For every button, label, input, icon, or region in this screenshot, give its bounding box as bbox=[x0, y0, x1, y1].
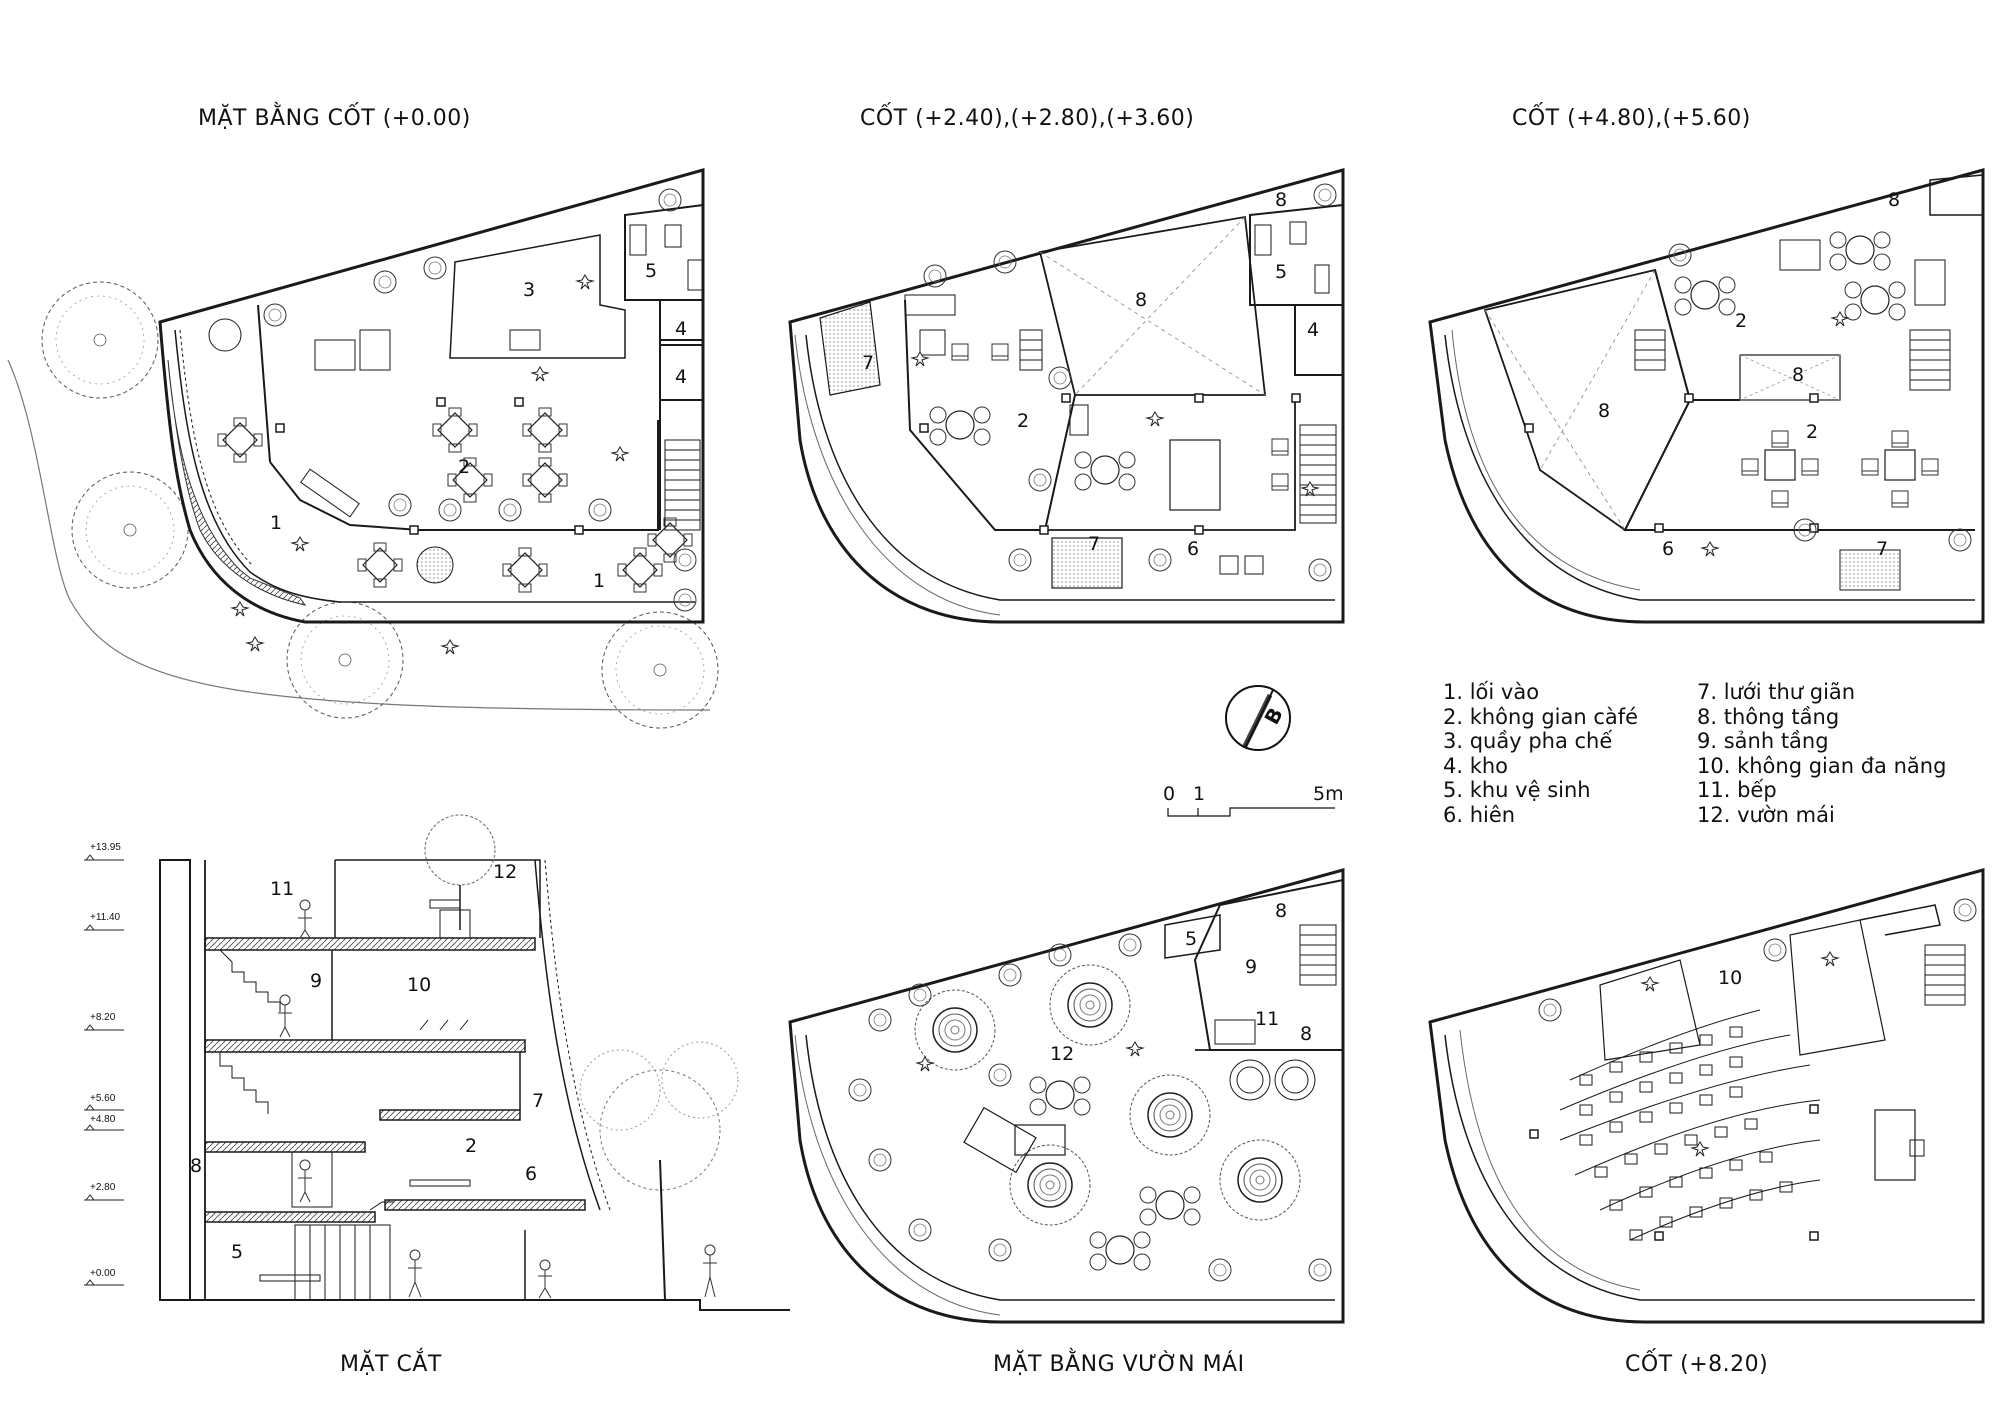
legend-item: 4. kho bbox=[1443, 753, 1509, 778]
room-number: 7 bbox=[862, 352, 875, 374]
room-number: 1 bbox=[270, 512, 283, 534]
room-number: 8 bbox=[1135, 289, 1148, 311]
north-arrow-icon bbox=[1225, 685, 1291, 751]
legend-item: 3. quầy pha chế bbox=[1443, 729, 1613, 753]
room-number: 6 bbox=[525, 1163, 538, 1185]
level-label: +0.00 bbox=[90, 1268, 116, 1279]
room-number: 2 bbox=[1017, 410, 1030, 432]
legend-item: 2. không gian càfé bbox=[1443, 704, 1639, 729]
plan-mid bbox=[788, 168, 1345, 624]
room-number: 9 bbox=[1245, 956, 1258, 978]
title-mid-plan: CỐT (+2.40),(+2.80),(+3.60) bbox=[860, 106, 1195, 131]
room-number: 7 bbox=[532, 1090, 545, 1112]
room-number: 11 bbox=[270, 878, 295, 900]
level-label: +11.40 bbox=[90, 912, 121, 923]
level-label: +13.95 bbox=[90, 842, 121, 853]
room-number: 2 bbox=[458, 456, 471, 478]
level-label: +2.80 bbox=[90, 1182, 116, 1193]
room-number: 8 bbox=[1275, 900, 1288, 922]
legend-item: 12. vườn mái bbox=[1697, 802, 1835, 827]
level-label: +4.80 bbox=[90, 1114, 116, 1125]
room-number: 3 bbox=[523, 279, 536, 301]
room-number: 8 bbox=[1300, 1023, 1313, 1045]
plan-top bbox=[1428, 868, 1985, 1324]
room-number: 11 bbox=[1255, 1008, 1280, 1030]
legend-item: 8. thông tầng bbox=[1697, 704, 1840, 729]
legend-item: 10. không gian đa năng bbox=[1697, 753, 1947, 778]
section bbox=[84, 814, 790, 1311]
legend-item: 11. bếp bbox=[1697, 778, 1777, 802]
legend-right: 7. lưới thư giãn 8. thông tầng 9. sảnh t… bbox=[1697, 680, 1946, 827]
scale-zero: 0 bbox=[1163, 783, 1176, 805]
room-number: 5 bbox=[645, 260, 658, 282]
legend-item: 6. hiên bbox=[1443, 802, 1516, 827]
room-number: 12 bbox=[1050, 1043, 1075, 1065]
room-number: 5 bbox=[1275, 261, 1288, 283]
room-number: 1 bbox=[593, 570, 606, 592]
room-number: 2 bbox=[1735, 310, 1748, 332]
room-number: 7 bbox=[1876, 538, 1889, 560]
title-roof-plan: MẶT BẰNG VƯỜN MÁI bbox=[993, 1352, 1245, 1377]
room-number: 5 bbox=[231, 1241, 244, 1263]
plan-upper bbox=[1428, 168, 1985, 624]
title-section: MẶT CẮT bbox=[340, 1352, 442, 1377]
room-number: 4 bbox=[1307, 319, 1320, 341]
title-ground-plan: MẶT BẰNG CỐT (+0.00) bbox=[198, 106, 471, 131]
title-upper-plan: CỐT (+4.80),(+5.60) bbox=[1512, 106, 1751, 131]
room-number: 12 bbox=[493, 861, 518, 883]
room-number: 8 bbox=[1275, 189, 1288, 211]
room-number: 8 bbox=[190, 1155, 203, 1177]
legend-item: 5. khu vệ sinh bbox=[1443, 778, 1591, 802]
room-number: 10 bbox=[1718, 967, 1743, 989]
scale-bar bbox=[1167, 807, 1335, 817]
legend-item: 7. lưới thư giãn bbox=[1697, 680, 1856, 704]
plan-roof bbox=[788, 868, 1345, 1324]
room-number: 8 bbox=[1598, 400, 1611, 422]
room-number: 2 bbox=[1806, 421, 1819, 443]
room-number: 2 bbox=[465, 1135, 478, 1157]
room-number: 10 bbox=[407, 974, 432, 996]
room-number: 6 bbox=[1662, 538, 1675, 560]
level-label: +5.60 bbox=[90, 1093, 116, 1104]
room-number: 4 bbox=[675, 366, 688, 388]
level-label: +8.20 bbox=[90, 1012, 116, 1023]
plan-ground bbox=[7, 168, 719, 729]
room-number: 4 bbox=[675, 318, 688, 340]
room-number: 6 bbox=[1187, 538, 1200, 560]
room-number: 8 bbox=[1888, 189, 1901, 211]
legend-left: 1. lối vào 2. không gian càfé 3. quầy ph… bbox=[1443, 680, 1638, 827]
room-number: 8 bbox=[1792, 364, 1805, 386]
legend-item: 1. lối vào bbox=[1443, 680, 1540, 704]
room-number: 7 bbox=[1088, 533, 1101, 555]
scale-one: 1 bbox=[1193, 783, 1206, 805]
room-number: 9 bbox=[310, 970, 323, 992]
scale-five: 5m bbox=[1313, 783, 1344, 805]
room-number: 5 bbox=[1185, 928, 1198, 950]
title-top-plan: CỐT (+8.20) bbox=[1625, 1352, 1769, 1377]
legend-item: 9. sảnh tầng bbox=[1697, 729, 1829, 753]
